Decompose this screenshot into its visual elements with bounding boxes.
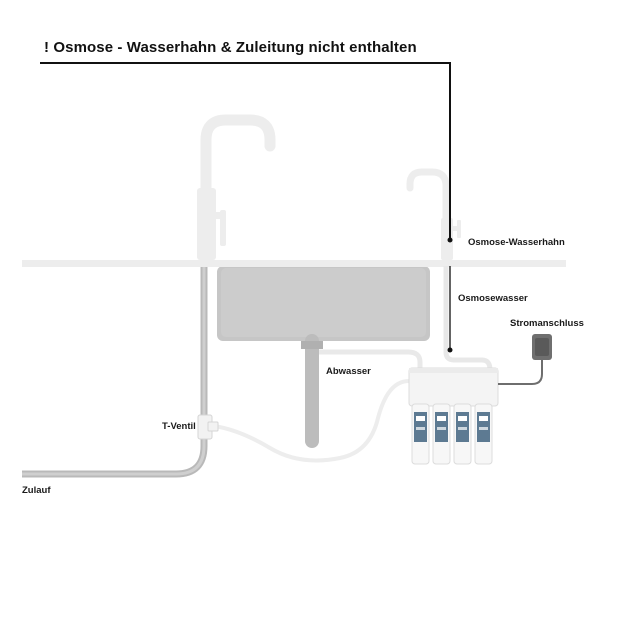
headline: ! Osmose - Wasserhahn & Zuleitung nicht … [44, 39, 417, 56]
feed-hose [213, 379, 411, 463]
sink-basin-inner [221, 268, 426, 337]
filter-cartridge-1 [411, 403, 430, 465]
callout-dot-bottom [447, 347, 453, 353]
drain-trap-cap [301, 341, 323, 349]
label-zulauf: Zulauf [22, 485, 51, 496]
label-t-ventil: T-Ventil [162, 421, 196, 432]
inlet-pipe-highlight [22, 262, 206, 476]
t-valve [197, 414, 219, 440]
ro-filter-unit [408, 367, 499, 465]
drain-hose [319, 349, 423, 370]
main-faucet [197, 114, 276, 266]
osmosis-faucet [406, 168, 461, 264]
power-cable [498, 358, 543, 385]
power-plug-icon [532, 334, 552, 360]
inlet-pipe [22, 262, 208, 478]
countertop [22, 260, 566, 267]
label-osmosewasser: Osmosewasser [458, 293, 528, 304]
filter-cartridge-3 [453, 403, 472, 465]
filter-head [408, 367, 499, 407]
callout-line [40, 62, 451, 240]
osmosis-water-line [443, 266, 493, 371]
label-abwasser: Abwasser [326, 366, 371, 377]
label-stromanschluss: Stromanschluss [510, 318, 584, 329]
filter-cartridge-2 [432, 403, 451, 465]
label-osmose-wasserhahn: Osmose-Wasserhahn [468, 237, 565, 248]
filter-cartridge-4 [474, 403, 493, 465]
callout-dot-top [447, 237, 453, 243]
